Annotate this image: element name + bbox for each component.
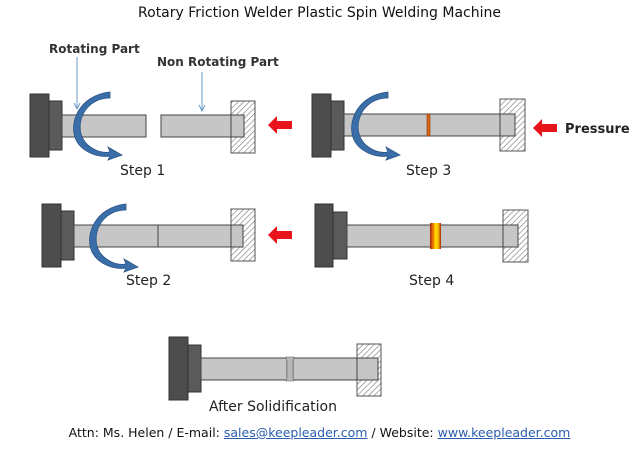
rotation-arrow-icon (89, 203, 139, 273)
rotating-part-label: Rotating Part (49, 42, 140, 56)
pressure-arrow-icon (533, 119, 557, 137)
step-3-label: Step 3 (406, 163, 452, 179)
non-rotating-part-label: Non Rotating Part (157, 55, 279, 69)
rotating-part-rod (61, 114, 147, 138)
step-4-label: Step 4 (409, 273, 455, 289)
chuck-outer (29, 93, 50, 158)
rotation-arrow-icon (73, 91, 123, 161)
pressure-arrow-icon (268, 116, 292, 134)
after-solidification-diagram (168, 336, 382, 401)
website-separator: / Website: (367, 425, 438, 440)
page-title: Rotary Friction Welder Plastic Spin Weld… (138, 5, 501, 21)
pressure-arrow-icon (268, 226, 292, 244)
chuck-inner (48, 100, 63, 151)
step-2-label: Step 2 (126, 273, 172, 289)
step2-diagram (41, 203, 292, 273)
after-solidification-label: After Solidification (209, 399, 337, 415)
weld-line (426, 113, 431, 137)
email-link[interactable]: sales@keepleader.com (223, 425, 368, 440)
step4-diagram (314, 203, 529, 268)
step3-diagram (311, 91, 557, 161)
attn-text: Attn: Ms. Helen / E-mail: (68, 425, 224, 440)
website-link[interactable]: www.keepleader.com (437, 425, 571, 440)
weld-bead (285, 356, 295, 382)
rotation-arrow-icon (351, 91, 401, 161)
pressure-label: Pressure (565, 122, 630, 137)
step-1-label: Step 1 (120, 163, 166, 179)
step1-diagram (29, 57, 292, 161)
contact-footer: Attn: Ms. Helen / E-mail: sales@keeplead… (0, 425, 639, 440)
weld-zone-hot (430, 223, 441, 249)
